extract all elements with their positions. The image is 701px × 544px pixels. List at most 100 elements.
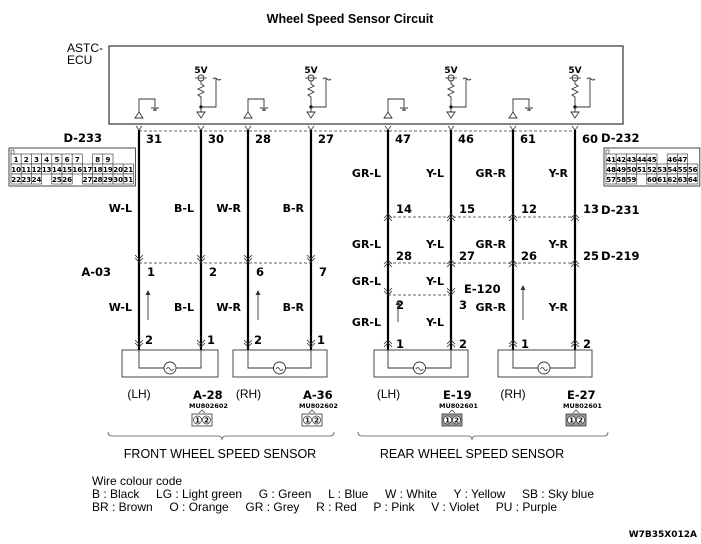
connector-chevron-icon — [306, 339, 316, 348]
pin-cell — [626, 173, 637, 185]
connector-chevron-icon — [446, 339, 456, 348]
wire-color-4: GR-L — [352, 316, 381, 329]
pin-cell-label: 26 — [62, 176, 72, 184]
wire-color-2: GR-R — [475, 238, 506, 251]
wire-color-4: Y-R — [548, 301, 569, 314]
wire-color-upper: W-R — [216, 202, 241, 215]
connector-chevron-icon — [243, 339, 253, 348]
signal-sense-icon — [451, 77, 472, 108]
d219-pin-number: 27 — [459, 249, 475, 263]
pin-cell-label: 12 — [32, 166, 42, 174]
pin-cell — [312, 415, 321, 425]
sensor-connector-label: A-36 — [303, 388, 333, 402]
ground-icon — [260, 107, 268, 111]
sensor-connector-label: E-27 — [567, 388, 596, 402]
d231-pin-number: 14 — [396, 202, 412, 216]
pin-fork-icon — [509, 125, 517, 131]
pin-cell — [452, 415, 461, 425]
wire-color-3: Y-L — [425, 275, 444, 288]
pin-cell-label: 47 — [678, 156, 688, 164]
ecu-label-line1: ASTC- — [67, 41, 103, 55]
wire-color-1: GR-R — [475, 167, 506, 180]
pin-cell-label: 1 — [14, 156, 19, 164]
sensor-pin-number: 1 — [396, 337, 404, 351]
pin-cell-label: 46 — [667, 156, 677, 164]
signal-sense-icon — [575, 77, 596, 108]
a03-pin-number: 1 — [147, 265, 155, 279]
pin-cell-label: 9 — [105, 156, 110, 164]
pin-cell-label: 22 — [11, 176, 21, 184]
pin-cell-label: 44 — [637, 156, 647, 164]
connector-label-d233: D-233 — [63, 131, 102, 145]
pin-cell-label: 14 — [52, 166, 62, 174]
connector-latch-icon — [572, 409, 580, 414]
ecu-channel-2: 5V — [243, 66, 332, 119]
ac-source-icon — [537, 361, 551, 375]
figure-code: W7B35X012A — [629, 530, 697, 540]
pin-cell-label: 8 — [95, 156, 100, 164]
ac-source-icon — [413, 361, 426, 375]
ecu-pin-number: 60 — [582, 132, 598, 146]
resistor-icon — [196, 81, 206, 107]
pin-cell-label: 49 — [616, 166, 626, 174]
pin-cell — [443, 415, 452, 425]
sine-wave-icon — [415, 367, 424, 371]
connector-label-d232: D-232 — [601, 131, 640, 145]
pin-fork-icon — [571, 125, 579, 131]
signal-arrow-icon — [520, 285, 526, 290]
pin-cell-label: 48 — [606, 166, 616, 174]
signal-sense-icon — [201, 77, 222, 108]
sensor-pin-number: 2 — [254, 333, 262, 347]
wire-color-3: GR-L — [352, 275, 381, 288]
pin-cell-label: 23 — [21, 176, 31, 184]
supply-5v-label: 5V — [194, 66, 207, 76]
connector-pin-label: 1 — [569, 417, 574, 425]
ecu-channel-3: 5V — [383, 66, 472, 119]
pin-cell-label: 13 — [42, 166, 52, 174]
pin-cell — [576, 415, 585, 425]
sensor-body — [373, 349, 469, 378]
wire-front-lh-1: 31W-L1W-L2 — [109, 125, 162, 350]
legend-line-2: BR : Brown O : Orange GR : Grey R : Red … — [92, 500, 557, 514]
wire-front-lh-2: 30B-L2B-L1 — [174, 125, 224, 350]
ecu-channel-1: 5V — [134, 66, 222, 119]
pin-fork-icon — [307, 125, 315, 131]
pin-cell-label: 56 — [688, 166, 698, 174]
pin-cell-label: 64 — [688, 176, 698, 184]
pin-cell-label: 61 — [657, 176, 667, 184]
d219-pin-number: 25 — [583, 249, 599, 263]
connector-label-d231: D-231 — [601, 203, 640, 217]
connector-label-d219: D-219 — [601, 249, 640, 263]
pin-cell-label: 6 — [65, 156, 70, 164]
ground-icon — [151, 107, 159, 111]
connector-pin-label: 2 — [454, 417, 459, 425]
legend-line-1: B : Black LG : Light green G : Green L :… — [92, 487, 594, 501]
sensor-body — [232, 349, 328, 378]
pin-cell-label: 59 — [627, 176, 637, 184]
pin-cell-label: 27 — [83, 176, 93, 184]
wire-harness: 31W-L1W-L230B-L2B-L128W-R6W-R227B-R7B-R1… — [109, 125, 599, 351]
pin-cell-label: 42 — [616, 156, 626, 164]
sensor-coil-trace — [138, 350, 202, 369]
signal-arrow-icon — [255, 290, 261, 295]
rear-group-brace — [357, 431, 609, 441]
a03-pin-number: 6 — [256, 265, 264, 279]
connector-chevron-icon — [196, 339, 206, 348]
pin-cell-label: 41 — [606, 156, 616, 164]
pin-cell-label: 24 — [32, 176, 42, 184]
pin-cell-label: 20 — [113, 166, 123, 174]
pin-cell — [31, 173, 42, 185]
sensor-part-number: MU802601 — [563, 402, 602, 410]
supply-5v-label: 5V — [304, 66, 317, 76]
resistor-icon — [446, 81, 456, 107]
pin-cell-label: 62 — [667, 176, 677, 184]
pin-cell-label: 2 — [24, 156, 29, 164]
pin-fork-icon — [384, 125, 392, 131]
a03-pin-number: 2 — [209, 265, 217, 279]
sensor-connector-label: A-28 — [193, 388, 223, 402]
